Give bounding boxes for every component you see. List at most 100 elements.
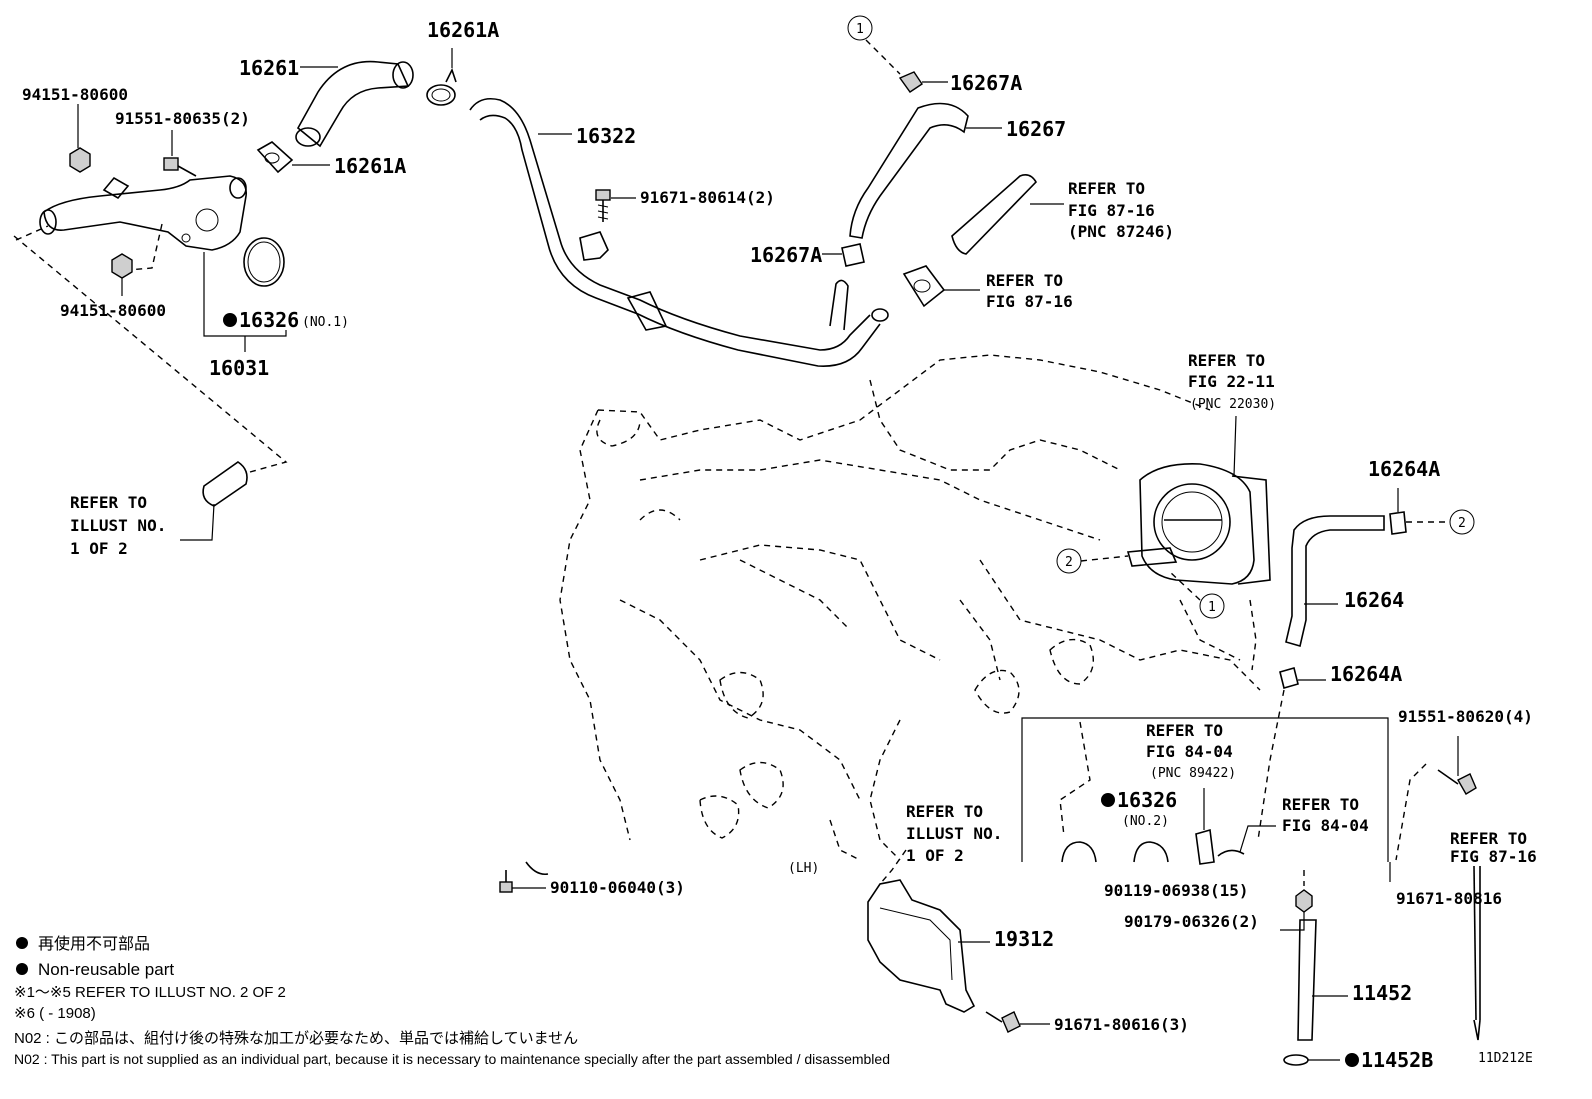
hose-16264[interactable] bbox=[1285, 515, 1385, 648]
label-16261a-left: 16261A bbox=[334, 154, 406, 178]
gasket-16326-no1[interactable] bbox=[243, 237, 285, 287]
callout-1-top-num: 1 bbox=[856, 22, 864, 37]
label-16261a-top: 16261A bbox=[427, 18, 499, 42]
nonreusable-dot-icon bbox=[223, 313, 237, 327]
label-16031: 16031 bbox=[209, 356, 269, 380]
dipstick-ref-8716[interactable] bbox=[1473, 865, 1481, 1041]
ref-2211-line3: (PNC 22030) bbox=[1190, 397, 1276, 412]
legend-n02-en: N02 : This part is not supplied as an in… bbox=[14, 1051, 890, 1067]
label-91551-80635: 91551-80635(2) bbox=[115, 109, 250, 128]
ref-2211-line1: REFER TO bbox=[1188, 351, 1265, 370]
clamp-16261a-left[interactable] bbox=[256, 141, 330, 174]
label-94151-bot: 94151-80600 bbox=[60, 301, 166, 320]
ref-illust1-line1: REFER TO bbox=[70, 493, 147, 512]
legend-en: Non-reusable part bbox=[38, 960, 174, 979]
ref-illust2-line3: 1 OF 2 bbox=[906, 846, 964, 865]
label-lh: (LH) bbox=[788, 861, 819, 876]
nut-90179[interactable] bbox=[1280, 870, 1313, 931]
label-16267a-top: 16267A bbox=[950, 71, 1022, 95]
nonreusable-dot-icon-3 bbox=[1345, 1053, 1359, 1067]
clip-ref-8716[interactable] bbox=[902, 265, 980, 308]
bolt-91551-80635[interactable] bbox=[163, 130, 197, 177]
label-94151-top: 94151-80600 bbox=[22, 85, 128, 104]
label-91671-80614: 91671-80614(2) bbox=[640, 188, 775, 207]
legend-note1: ※1～※5 REFER TO ILLUST NO. 2 OF 2 bbox=[14, 984, 286, 1001]
ref-8716-line1: REFER TO bbox=[986, 271, 1063, 290]
label-90179: 90179-06326(2) bbox=[1124, 912, 1259, 931]
ref-87246-line3: (PNC 87246) bbox=[1068, 222, 1174, 241]
hose-16261[interactable] bbox=[295, 60, 414, 148]
label-16326-no2: 16326 bbox=[1117, 788, 1177, 812]
ref-8404a-line3: (PNC 89422) bbox=[1150, 766, 1236, 781]
sensor-ref-8404[interactable] bbox=[1195, 788, 1215, 865]
callout-1-top bbox=[847, 15, 873, 41]
legend-jp: 再使用不可部品 bbox=[38, 935, 150, 953]
engine-outline bbox=[559, 354, 1261, 861]
ref-8716-line2: FIG 87-16 bbox=[986, 292, 1073, 311]
label-91671-80816: 91671-80816 bbox=[1396, 889, 1502, 908]
clamp-16261a-top[interactable] bbox=[426, 48, 457, 106]
label-19312: 19312 bbox=[994, 927, 1054, 951]
dash-guide-lower-1 bbox=[1059, 721, 1091, 837]
legend-n02-jp: N02 : この部品は、組付け後の特殊な加工が必要なため、単品では補給していませ… bbox=[14, 1030, 578, 1047]
legend-dot-icon-en bbox=[16, 963, 28, 975]
cover-19312[interactable] bbox=[867, 849, 990, 1013]
label-16267: 16267 bbox=[1006, 117, 1066, 141]
label-16326-no2-note: (NO.2) bbox=[1122, 814, 1169, 829]
label-16326-no1-note: (NO.1) bbox=[302, 315, 349, 330]
legend-note2: ※6 ( - 1908) bbox=[14, 1005, 96, 1022]
ref-8404b-line1: REFER TO bbox=[1282, 795, 1359, 814]
throttle-body[interactable] bbox=[1126, 415, 1271, 585]
callout-2-left bbox=[1056, 548, 1129, 574]
pipe-16322[interactable] bbox=[469, 97, 889, 367]
callout-1-mid-num: 1 bbox=[1208, 600, 1216, 615]
nut-94151-top[interactable] bbox=[69, 104, 91, 173]
clamp-16264a-top[interactable] bbox=[1389, 488, 1450, 535]
bolt-91551-80620[interactable] bbox=[1395, 736, 1477, 861]
ref-illust1-line2: ILLUST NO. bbox=[70, 516, 166, 535]
clamp-16264a-bot[interactable] bbox=[1257, 667, 1326, 841]
label-16326-no1: 16326 bbox=[239, 308, 299, 332]
water-outlet-16031[interactable] bbox=[15, 175, 247, 271]
bolt-91671-80614[interactable] bbox=[595, 189, 636, 222]
ref-87246-line1: REFER TO bbox=[1068, 179, 1145, 198]
gasket-16326-no2-a[interactable] bbox=[1061, 841, 1097, 863]
label-16264: 16264 bbox=[1344, 588, 1404, 612]
bolt-90110-06040[interactable] bbox=[499, 861, 549, 893]
ref-illust2-line1: REFER TO bbox=[906, 802, 983, 821]
ref-8716c-line1: REFER TO bbox=[1450, 829, 1527, 848]
o-ring-11452b[interactable] bbox=[1283, 1054, 1340, 1066]
ref-8404b-line2: FIG 84-04 bbox=[1282, 816, 1369, 835]
callout-1-mid bbox=[1169, 571, 1225, 619]
ref-illust1-line3: 1 OF 2 bbox=[70, 539, 128, 558]
label-16264a-top: 16264A bbox=[1368, 457, 1440, 481]
dipstick-guide-11452[interactable] bbox=[1297, 919, 1348, 1041]
nut-94151-bot[interactable] bbox=[111, 253, 133, 296]
ref-illust2-line2: ILLUST NO. bbox=[906, 824, 1002, 843]
label-91671-80616: 91671-80616(3) bbox=[1054, 1015, 1189, 1034]
lower-detail-box bbox=[1021, 717, 1389, 862]
hose-16267[interactable] bbox=[849, 102, 1002, 239]
ref-8716c-line2: FIG 87-16 bbox=[1450, 847, 1537, 866]
legend-dot-icon-jp bbox=[16, 937, 28, 949]
label-16264a-bot: 16264A bbox=[1330, 662, 1402, 686]
nonreusable-dot-icon-2 bbox=[1101, 793, 1115, 807]
hose-ref-87246[interactable] bbox=[951, 174, 1064, 255]
label-16261: 16261 bbox=[239, 56, 299, 80]
diagram-code: 11D212E bbox=[1478, 1051, 1533, 1066]
bolt-91671-80616[interactable] bbox=[985, 1011, 1050, 1033]
connector-ref-8404[interactable] bbox=[1217, 825, 1276, 857]
callout-2-right-num: 2 bbox=[1458, 516, 1466, 531]
clamp-16267a-top[interactable] bbox=[865, 39, 948, 93]
label-91551-80620: 91551-80620(4) bbox=[1398, 707, 1533, 726]
clamp-16267a-mid[interactable] bbox=[822, 243, 865, 267]
label-11452: 11452 bbox=[1352, 981, 1412, 1005]
gasket-16326-no2-b[interactable] bbox=[1133, 841, 1169, 863]
callout-2-right bbox=[1449, 509, 1475, 535]
hose-ref-illust1[interactable] bbox=[13, 235, 288, 541]
bracket-16031 bbox=[203, 252, 287, 352]
label-11452b: 11452B bbox=[1361, 1048, 1433, 1072]
ref-87246-line2: FIG 87-16 bbox=[1068, 201, 1155, 220]
label-16267a-mid: 16267A bbox=[750, 243, 822, 267]
